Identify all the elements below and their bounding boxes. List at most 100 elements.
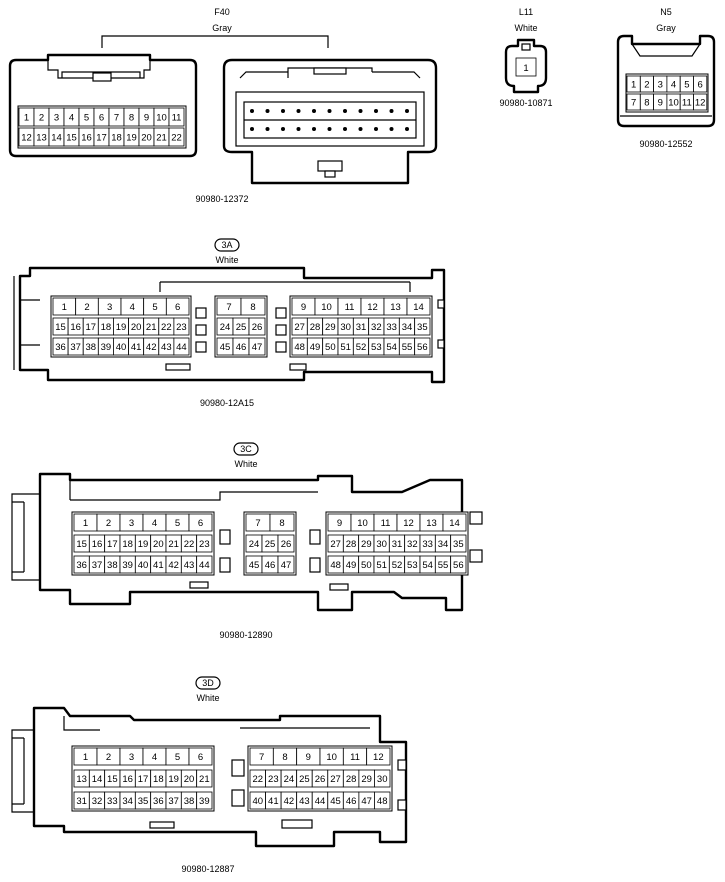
connector-3d-b2-pin-40: 40	[252, 796, 263, 807]
connector-3d-b1-pin-1: 1	[83, 752, 88, 763]
connector-3a-b1-pin-23: 23	[176, 322, 187, 333]
connector-3a-b2-pin-8-box	[240, 297, 266, 316]
connector-3a-b3-pin-14-box	[406, 297, 431, 316]
connector-f40-pin-5: 5	[84, 113, 89, 124]
connector-3a-b3-pin-52: 52	[356, 342, 367, 353]
connector-3d-b1-pin-36: 36	[153, 796, 164, 807]
connector-n5-pin-4: 4	[671, 80, 676, 91]
connector-f40-male-pin-dot	[374, 109, 378, 113]
connector-3c-b1-pin-22: 22	[184, 539, 195, 550]
connector-3d-b1-pin-6-box	[188, 747, 213, 766]
connector-3a-b2-pin-46: 46	[236, 342, 247, 353]
connector-f40-pin-3: 3	[54, 113, 59, 124]
connector-3c-b3-pin-14-box	[442, 513, 467, 532]
connector-3a-b3-pin-11: 11	[345, 302, 355, 313]
connector-f40-latch-inner	[61, 71, 141, 78]
connector-3a-right-notch-a	[437, 299, 445, 309]
connector-3c-b3-pin-51: 51	[376, 560, 387, 571]
connector-3a-b1-pin-1: 1	[62, 302, 67, 313]
connector-3d-b2-pin-30: 30	[377, 774, 388, 785]
connector-f40-male-pin-dot	[265, 109, 270, 113]
connector-3a-b3-pin-33: 33	[386, 322, 397, 333]
connector-3a-b1-pin-37: 37	[70, 342, 81, 353]
connector-3a-b2-pin-25: 25	[236, 322, 247, 333]
connector-f40-name: F40	[214, 7, 230, 17]
connector-3c-b1-pin-17: 17	[107, 539, 118, 550]
connector-3c-b1-pin-39: 39	[122, 560, 133, 571]
connector-3d-b2-pin-30-box	[374, 769, 391, 788]
connector-3c-b1-pin-18: 18	[122, 539, 133, 550]
connector-f40-male-pin-dot	[405, 109, 409, 113]
connector-3a-b1-pin-6: 6	[175, 302, 180, 313]
connector-3d-b2-pin-12: 12	[373, 752, 384, 763]
connector-3c-b2-pin-47-box	[277, 555, 295, 574]
connector-3d-b2-pin-24: 24	[284, 774, 295, 785]
connector-3c-b3-pin-29: 29	[361, 539, 372, 550]
connector-3c-b3-pin-54: 54	[422, 560, 433, 571]
connector-3d-b2-pin-10: 10	[326, 752, 337, 763]
connector-3d-top-rail	[63, 716, 370, 731]
connector-3c-b3-pin-28: 28	[346, 539, 357, 550]
connector-f40-male-pin-dot	[296, 127, 301, 131]
connector-3c-key-4	[309, 557, 321, 573]
connector-3a-b3-pin-9: 9	[301, 302, 306, 313]
connector-3a-b1-pin-39: 39	[101, 342, 112, 353]
connector-3a-b1-pin-16: 16	[70, 322, 81, 333]
connector-f40-male-pins	[243, 101, 417, 139]
connector-3c-key-1	[219, 529, 231, 545]
connector-3c-b2-pin-47: 47	[281, 560, 292, 571]
connector-3a-b3-pin-54: 54	[386, 342, 397, 353]
connector-3a-b2-pin-7: 7	[226, 302, 231, 313]
connector-3d-right-notch-a	[397, 759, 407, 771]
connector-3a-b1-pin-21: 21	[146, 322, 157, 333]
connector-3a-b1-pin-38: 38	[85, 342, 96, 353]
connector-3c-b3-pin-32: 32	[407, 539, 418, 550]
connector-f40-male-pin-dot	[265, 127, 270, 131]
connector-3a-b3-pin-56: 56	[417, 342, 428, 353]
connector-3c-b3-pin-9: 9	[337, 518, 342, 529]
connector-3c-bottom-slot-b	[329, 583, 349, 591]
connector-f40-pin-2: 2	[39, 113, 44, 124]
connector-f40-male-pin-dot	[343, 127, 347, 131]
connector-3d-b1-pin-17: 17	[138, 774, 149, 785]
connector-n5-pin-12-box	[693, 93, 708, 111]
connector-3d-b2-pin-11: 11	[350, 752, 360, 763]
connector-3a-b1-pin-23-box	[173, 317, 190, 336]
connector-f40-pin-10: 10	[156, 113, 167, 124]
connector-3c-b2-pin-26-box	[277, 534, 295, 553]
connector-n5-pin-8: 8	[644, 98, 649, 109]
connector-3d-b1-pin-4: 4	[152, 752, 157, 763]
connector-f40-pin-1: 1	[24, 113, 29, 124]
connector-3c-key-2	[219, 557, 231, 573]
connector-3a-b1-pin-20: 20	[131, 322, 142, 333]
connector-3a-b2-pin-26: 26	[252, 322, 263, 333]
connector-f40-male-pin-dot	[327, 109, 332, 113]
connector-3d-b1-pin-2: 2	[106, 752, 111, 763]
connector-f40-pin-16: 16	[81, 133, 92, 144]
connector-3a-b3-pin-51: 51	[340, 342, 351, 353]
connector-3d-b2-pin-43: 43	[299, 796, 310, 807]
connector-3a-b3-pin-10: 10	[321, 302, 332, 313]
connector-3d-b1-pin-5: 5	[175, 752, 180, 763]
connector-3d-b2-pin-27: 27	[330, 774, 341, 785]
connector-n5-color: Gray	[656, 23, 676, 33]
connector-3a-b2-pin-24: 24	[220, 322, 231, 333]
connector-3d-b1-pin-20: 20	[184, 774, 195, 785]
connector-3c-b3-pin-52: 52	[392, 560, 403, 571]
connector-3a-b2-pin-45: 45	[220, 342, 231, 353]
connector-3a-name-oval	[214, 238, 240, 252]
connector-f40-male-pin-dot	[374, 127, 378, 131]
connector-3c-top-rail	[69, 480, 318, 501]
connector-3c-b1-pin-6-box	[188, 513, 213, 532]
connector-3a-b1-pin-17: 17	[85, 322, 96, 333]
connector-3d-color: White	[196, 693, 219, 703]
connector-3d-b1-pin-31: 31	[76, 796, 87, 807]
connector-f40-male-pin-dot	[327, 127, 332, 131]
connector-3d-b2-pin-46: 46	[346, 796, 357, 807]
connector-3c-b2-pin-7: 7	[255, 518, 260, 529]
connector-f40-male-pin-dot	[250, 127, 254, 131]
connector-3a-b3-pin-12: 12	[367, 302, 378, 313]
